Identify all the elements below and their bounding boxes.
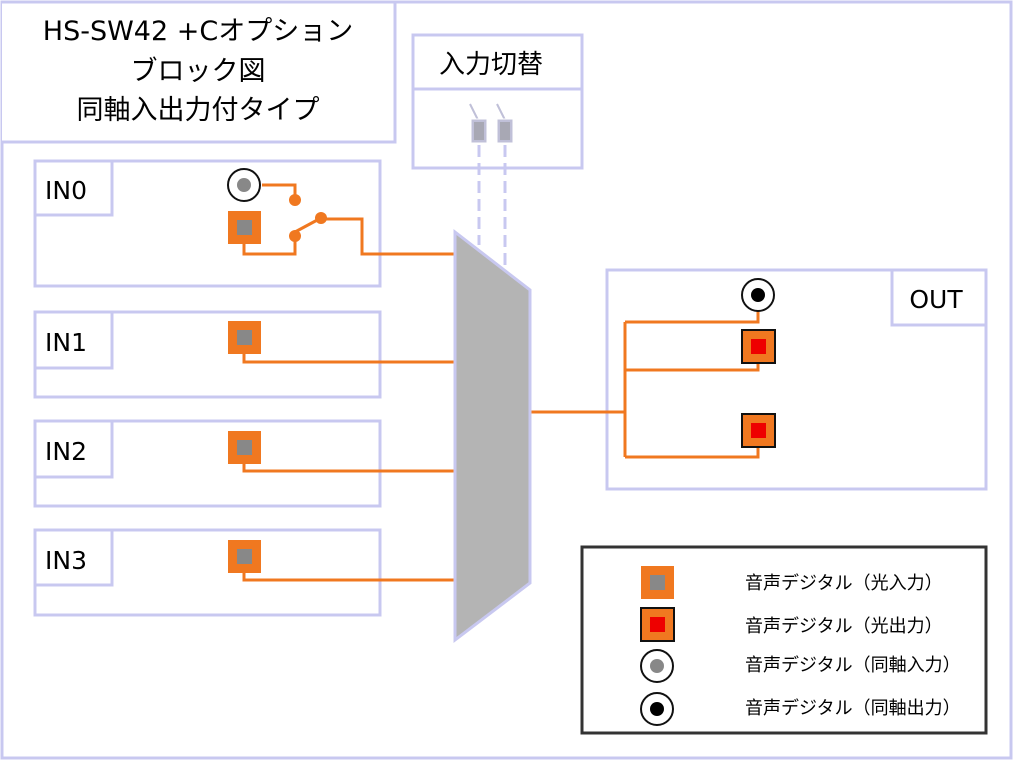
legend-item-label: 音声デジタル（同軸入力） — [745, 655, 961, 676]
in1-label: IN1 — [45, 328, 87, 357]
legend: 音声デジタル（光入力） 音声デジタル（光出力） 音声デジタル（同軸入力） 音声デ… — [580, 545, 988, 735]
signal-wiring — [242, 183, 760, 582]
in0-label: IN0 — [45, 176, 87, 205]
in2-label: IN2 — [45, 437, 87, 466]
input-panel-in0: IN0 — [33, 159, 382, 288]
title-line-3: 同軸入出力付タイプ — [77, 95, 320, 126]
legend-item-label: 音声デジタル（光出力） — [745, 616, 943, 637]
input-switch-label: 入力切替 — [439, 50, 543, 80]
optical-input-icon — [228, 321, 261, 354]
optical-input-icon — [228, 540, 261, 573]
legend-item-label: 音声デジタル（同軸出力） — [745, 698, 961, 719]
output-panel: OUT — [605, 268, 988, 491]
legend-coax-output-icon — [640, 692, 674, 726]
legend-coax-input-icon — [640, 649, 674, 683]
switch-contacts — [289, 194, 327, 242]
legend-item-label: 音声デジタル（光入力） — [745, 573, 943, 594]
title-line-1: HS-SW42 +Cオプション — [43, 16, 353, 47]
optical-output-icon — [741, 413, 776, 448]
input-panel-in3: IN3 — [33, 528, 382, 617]
optical-input-icon — [228, 211, 261, 244]
coax-input-icon — [227, 168, 261, 202]
legend-optical-input-icon — [641, 566, 674, 599]
in3-label: IN3 — [45, 546, 87, 575]
legend-optical-output-icon — [640, 607, 675, 642]
out-label: OUT — [909, 285, 963, 314]
optical-input-icon — [228, 431, 261, 464]
input-selector-mux — [453, 228, 532, 644]
title-line-2: ブロック図 — [131, 56, 266, 87]
optical-output-icon — [741, 329, 776, 364]
coax-output-icon — [741, 278, 775, 312]
title-box: HS-SW42 +Cオプション ブロック図 同軸入出力付タイプ — [2, 0, 397, 144]
input-panel-in1: IN1 — [33, 310, 382, 399]
input-panel-in2: IN2 — [33, 419, 382, 508]
dip-switch-icon[interactable] — [469, 103, 514, 144]
input-switch-box: 入力切替 — [411, 33, 584, 265]
